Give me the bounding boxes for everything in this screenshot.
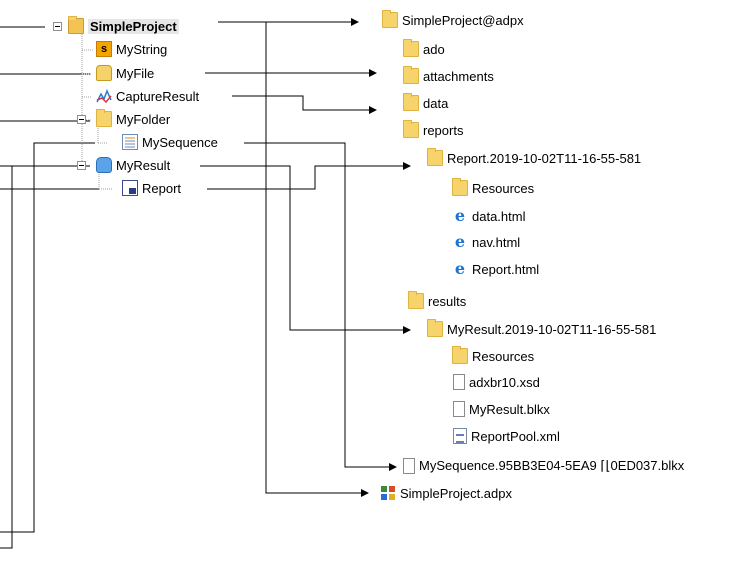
folder-icon	[408, 291, 424, 309]
folder-data[interactable]: data	[403, 93, 449, 111]
folder-label: Report.2019-10-02T11-16-55-581	[447, 150, 642, 166]
tree-item-label: CaptureResult	[116, 88, 200, 104]
file-nav-html[interactable]: e nav.html	[452, 234, 520, 250]
tree-item-mystring[interactable]: s MyString	[96, 41, 167, 57]
file-xsd[interactable]: adxbr10.xsd	[453, 374, 540, 390]
folder-icon	[96, 109, 112, 127]
arrow-project	[265, 22, 369, 497]
file-label: adxbr10.xsd	[469, 374, 540, 390]
file-label: SimpleProject.adpx	[400, 485, 512, 501]
folder-label: attachments	[423, 68, 494, 84]
folder-icon	[427, 148, 443, 166]
arrow-capture	[232, 95, 377, 114]
tree-item-myresult[interactable]: MyResult	[96, 157, 170, 173]
ie-html-icon: e	[454, 259, 466, 278]
collapse-toggle[interactable]	[77, 115, 86, 124]
file-reportpool-xml[interactable]: ReportPool.xml	[453, 428, 560, 444]
file-icon	[453, 374, 465, 390]
file-blkx[interactable]: MyResult.blkx	[453, 401, 550, 417]
collapse-toggle[interactable]	[53, 22, 62, 31]
file-simpleproject-adpx[interactable]: SimpleProject.adpx	[380, 485, 512, 501]
string-icon: s	[96, 41, 112, 57]
file-report-html[interactable]: e Report.html	[452, 261, 539, 277]
folder-report-run[interactable]: Report.2019-10-02T11-16-55-581	[427, 148, 642, 166]
folder-label: SimpleProject@adpx	[402, 12, 524, 28]
file-icon	[403, 458, 415, 474]
folder-icon	[403, 93, 419, 111]
capture-result-icon	[96, 88, 112, 104]
folder-icon	[403, 120, 419, 138]
folder-icon	[427, 319, 443, 337]
folder-icon	[403, 66, 419, 84]
folder-label: MyResult.2019-10-02T11-16-55-581	[447, 321, 657, 337]
folder-reports[interactable]: reports	[403, 120, 464, 138]
file-label: Report.html	[472, 261, 540, 277]
file-label: MySequence.95BB3E04-5EA9 ⌈⌊0ED037.blkx	[419, 458, 685, 473]
arrow-report	[207, 162, 411, 190]
report-icon	[122, 180, 138, 196]
result-db-icon	[96, 157, 112, 173]
folder-label: data	[423, 95, 449, 111]
project-file-icon	[380, 485, 396, 501]
folder-icon	[382, 10, 398, 28]
tree-root-label: SimpleProject	[88, 18, 179, 34]
file-mysequence-blkx[interactable]: MySequence.95BB3E04-5EA9 ⌈⌊0ED037.blkx	[403, 458, 684, 474]
file-icon	[453, 401, 465, 417]
folder-result-run[interactable]: MyResult.2019-10-02T11-16-55-581	[427, 319, 657, 337]
file-db-icon	[96, 65, 112, 81]
tree-item-captureresult[interactable]: CaptureResult	[96, 88, 199, 104]
arrow-sequence	[244, 142, 397, 471]
ie-html-icon: e	[454, 232, 466, 251]
folder-label: ado	[423, 41, 445, 57]
tree-item-label: MyResult	[116, 157, 171, 173]
tree-item-label: MyFile	[116, 65, 155, 81]
folder-results[interactable]: results	[408, 291, 467, 309]
file-label: ReportPool.xml	[471, 428, 560, 444]
sequence-icon	[122, 134, 138, 150]
file-data-html[interactable]: e data.html	[452, 206, 526, 225]
folder-attachments[interactable]: attachments	[403, 66, 494, 84]
tree-item-label: MyFolder	[116, 111, 171, 127]
tree-item-label: MyString	[116, 41, 168, 57]
tree-item-mysequence[interactable]: MySequence	[122, 134, 218, 150]
tree-item-myfolder[interactable]: MyFolder	[96, 109, 171, 127]
file-label: nav.html	[472, 234, 521, 250]
tree-root-simpleproject[interactable]: SimpleProject	[68, 16, 179, 34]
folder-simpleproject-adpx[interactable]: SimpleProject@adpx	[382, 10, 524, 28]
project-folder-icon	[68, 16, 84, 34]
file-label: MyResult.blkx	[469, 401, 550, 417]
tree-item-myfile[interactable]: MyFile	[96, 65, 154, 81]
wire-left-result-long	[0, 165, 60, 549]
folder-icon	[452, 346, 468, 364]
arrow-myresult	[200, 165, 411, 334]
folder-report-resources[interactable]: Resources	[452, 178, 535, 196]
file-label: data.html	[472, 208, 526, 224]
folder-icon	[403, 39, 419, 57]
folder-label: reports	[423, 122, 464, 138]
folder-label: Resources	[472, 348, 535, 364]
collapse-toggle[interactable]	[77, 161, 86, 170]
tree-item-label: MySequence	[142, 134, 218, 150]
folder-label: Resources	[472, 180, 535, 196]
folder-icon	[452, 178, 468, 196]
folder-result-resources[interactable]: Resources	[452, 346, 535, 364]
folder-ado[interactable]: ado	[403, 39, 445, 57]
tree-item-report[interactable]: Report	[122, 180, 181, 196]
tree-item-label: Report	[142, 180, 182, 196]
xml-file-icon	[453, 428, 467, 444]
wire-left-sequence	[0, 142, 95, 533]
ie-html-icon: e	[454, 206, 466, 225]
folder-label: results	[428, 293, 467, 309]
